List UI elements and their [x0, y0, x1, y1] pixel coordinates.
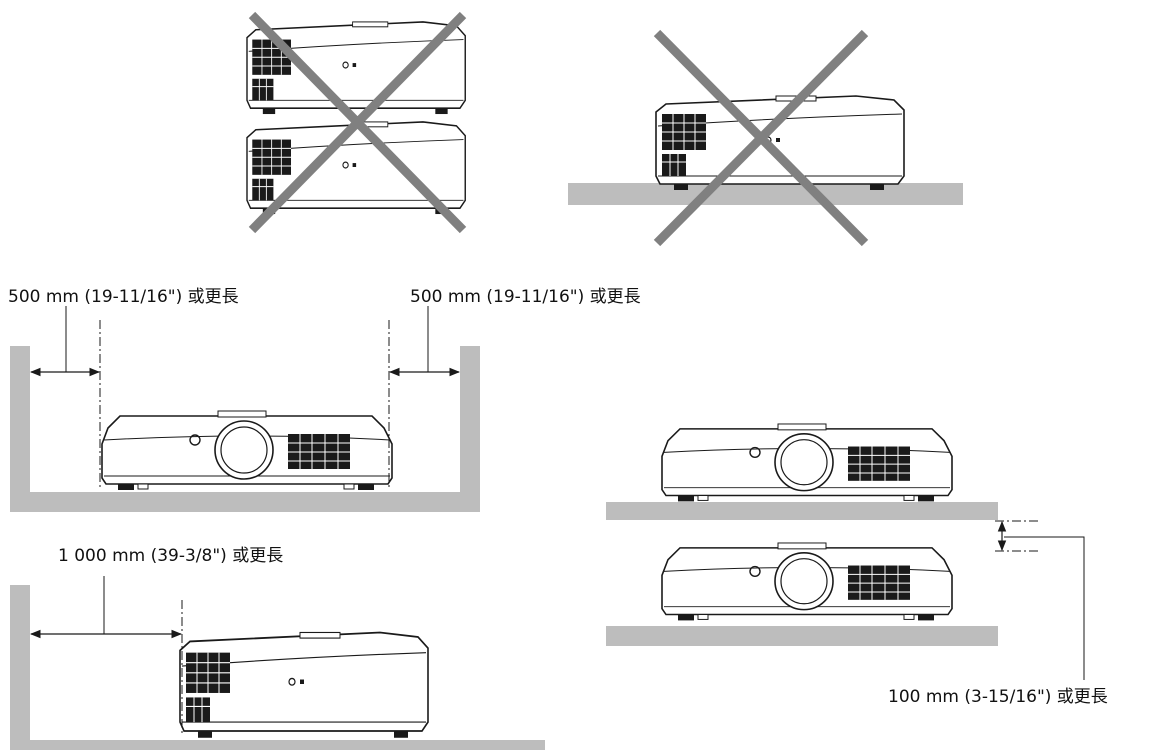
stacked-projector-top [246, 21, 467, 115]
side-clearance-diagram: 500 mm (19-11/16") 或更長 500 mm (19-11/16"… [8, 287, 641, 512]
upper-projector [661, 423, 953, 503]
prohibited-tilted-placement [568, 29, 963, 247]
side-right-clearance-label: 500 mm (19-11/16") 或更長 [410, 287, 641, 307]
side-projector [179, 631, 429, 739]
rear-clearance-diagram: 1 000 mm (39-3/8") 或更長 [10, 546, 545, 750]
front-projector [101, 410, 393, 491]
cross-mark-icon [653, 29, 869, 247]
lower-projector [661, 542, 953, 622]
vertical-clearance-label: 100 mm (3-15/16") 或更長 [888, 687, 1108, 707]
prohibited-stacking [246, 11, 467, 234]
rear-clearance-label: 1 000 mm (39-3/8") 或更長 [58, 546, 283, 566]
wall-enclosure [10, 346, 480, 512]
upper-shelf [606, 502, 998, 520]
lower-shelf [606, 626, 998, 646]
table-surface [568, 183, 963, 205]
side-left-clearance-label: 500 mm (19-11/16") 或更長 [8, 287, 239, 307]
leader-vertical [1004, 536, 1085, 680]
cross-mark-icon [248, 11, 467, 234]
side-projector [655, 95, 905, 191]
vertical-clearance-diagram: 100 mm (3-15/16") 或更長 [606, 423, 1108, 707]
